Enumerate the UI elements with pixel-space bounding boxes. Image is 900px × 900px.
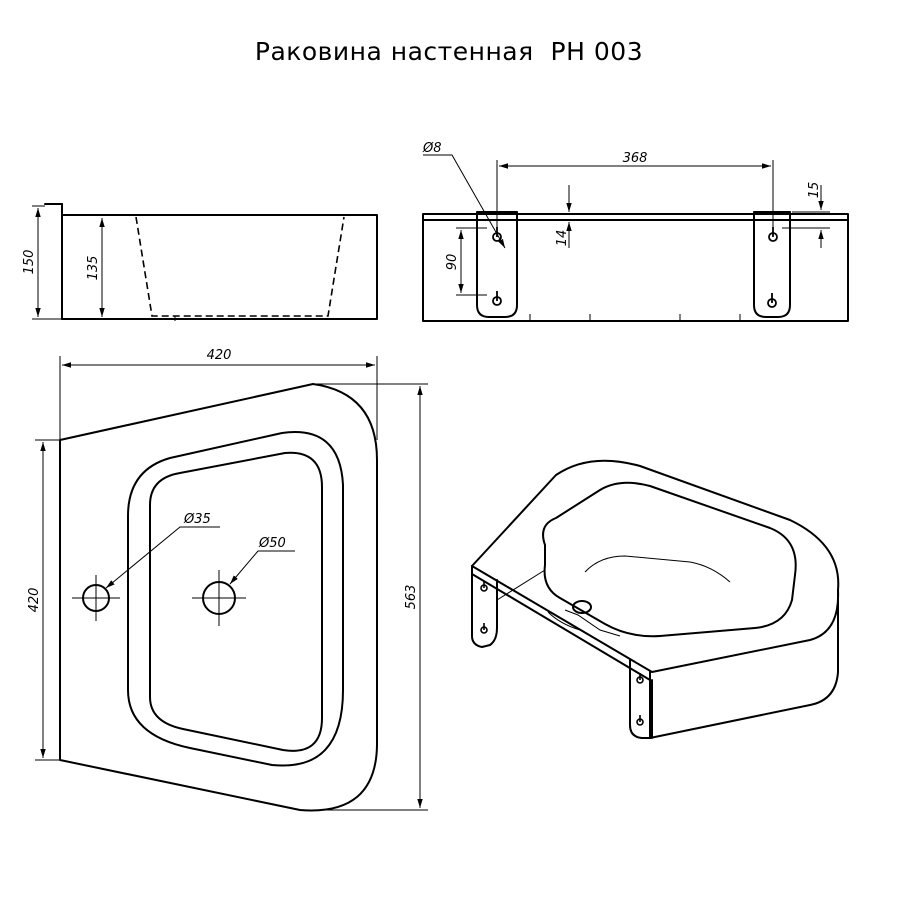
- side-view: 150 135: [22, 203, 378, 321]
- drain-hole: [192, 570, 246, 626]
- dim-small-hole-diameter: Ø8: [422, 141, 442, 156]
- iso-faucet-hole: [572, 600, 592, 614]
- dim-mount-depth: 14: [555, 230, 570, 247]
- keyhole-icon: [480, 581, 488, 634]
- keyhole-icon: [492, 227, 778, 308]
- dim-left-depth: 420: [27, 588, 42, 613]
- front-view-body: [422, 213, 849, 322]
- iso-left-bracket: [471, 565, 498, 648]
- dim-drain-hole: Ø50: [258, 536, 286, 551]
- iso-basin-floor: [584, 555, 731, 583]
- iso-top-outline: [471, 459, 840, 739]
- dim-mount-spacing: 368: [623, 151, 648, 166]
- dim-faucet-hole: Ø35: [183, 512, 211, 527]
- keyhole-icon: [636, 673, 644, 726]
- bowl-hidden-outline: [135, 216, 345, 317]
- right-mounting-bracket: [753, 211, 791, 318]
- iso-right-bracket: [629, 659, 651, 739]
- dim-top-width: 420: [207, 348, 232, 363]
- left-mounting-bracket: [476, 211, 518, 318]
- drawing-title: Раковина настенная РН 003: [255, 37, 643, 66]
- dim-side-height-total: 150: [22, 250, 37, 275]
- isometric-view: [471, 459, 840, 739]
- basin-outer: [127, 431, 344, 767]
- dim-mount-offset-top: 15: [807, 182, 822, 199]
- dim-overall-depth: 563: [404, 585, 419, 610]
- top-view: Ø35 Ø50 420 420 563: [27, 348, 428, 812]
- basin-inner: [149, 451, 323, 752]
- dim-side-height-bowl: 135: [86, 256, 101, 281]
- dim-mount-vertical: 90: [445, 254, 460, 271]
- faucet-hole: [72, 575, 120, 621]
- front-view: 368 Ø8 90 14 15: [422, 141, 849, 322]
- iso-basin-outer: [542, 481, 797, 638]
